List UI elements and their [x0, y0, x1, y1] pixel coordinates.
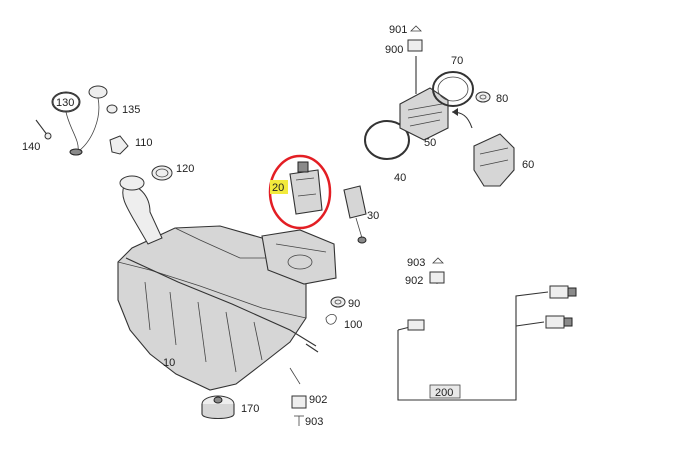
- seal-ring-40: [364, 120, 410, 160]
- callout-100: 100: [344, 319, 362, 331]
- callout-80: 80: [496, 93, 508, 105]
- gasket-70-inner: [437, 76, 469, 102]
- fuel-pump-module: [289, 161, 323, 215]
- level-sender: [343, 185, 367, 244]
- part-170: [201, 395, 235, 420]
- wiring-harness-200: [397, 257, 577, 401]
- callout-900: 900: [385, 44, 403, 56]
- callout-130-circle: [52, 92, 80, 112]
- gasket-70: [432, 71, 474, 107]
- callout-10: 10: [163, 357, 175, 369]
- callout-70: 70: [451, 55, 463, 67]
- nut-80: [475, 91, 491, 103]
- fuel-tank: [117, 175, 319, 391]
- callout-90: 90: [348, 298, 360, 310]
- callout-110: 110: [135, 137, 153, 149]
- callout-40: 40: [394, 172, 406, 184]
- drain-assembly: [289, 367, 307, 426]
- callout-20: 20: [272, 182, 284, 194]
- callout-135: 135: [122, 104, 140, 116]
- callout-903-bottom: 903: [305, 416, 323, 428]
- callout-903-harness: 903: [407, 257, 425, 269]
- filler-neck-ring: [151, 165, 173, 181]
- callout-140: 140: [22, 141, 40, 153]
- callout-170: 170: [241, 403, 259, 415]
- hardware-90-100: [325, 296, 346, 325]
- connector-60: [451, 108, 515, 187]
- callout-20-highlight: [270, 180, 288, 194]
- callout-130: 130: [56, 97, 74, 109]
- flange-assembly-50: [399, 56, 449, 141]
- cap-900-901: [407, 25, 423, 52]
- callout-901: 901: [389, 24, 407, 36]
- callout-902-bottom: 902: [309, 394, 327, 406]
- callout-50: 50: [424, 137, 436, 149]
- callout-30: 30: [367, 210, 379, 222]
- callout-200: 200: [435, 387, 453, 399]
- callout-902-harness: 902: [405, 275, 423, 287]
- callout-200-box: [429, 384, 461, 399]
- callout-120: 120: [176, 163, 194, 175]
- pump-bracket: [261, 229, 337, 285]
- callout-60: 60: [522, 159, 534, 171]
